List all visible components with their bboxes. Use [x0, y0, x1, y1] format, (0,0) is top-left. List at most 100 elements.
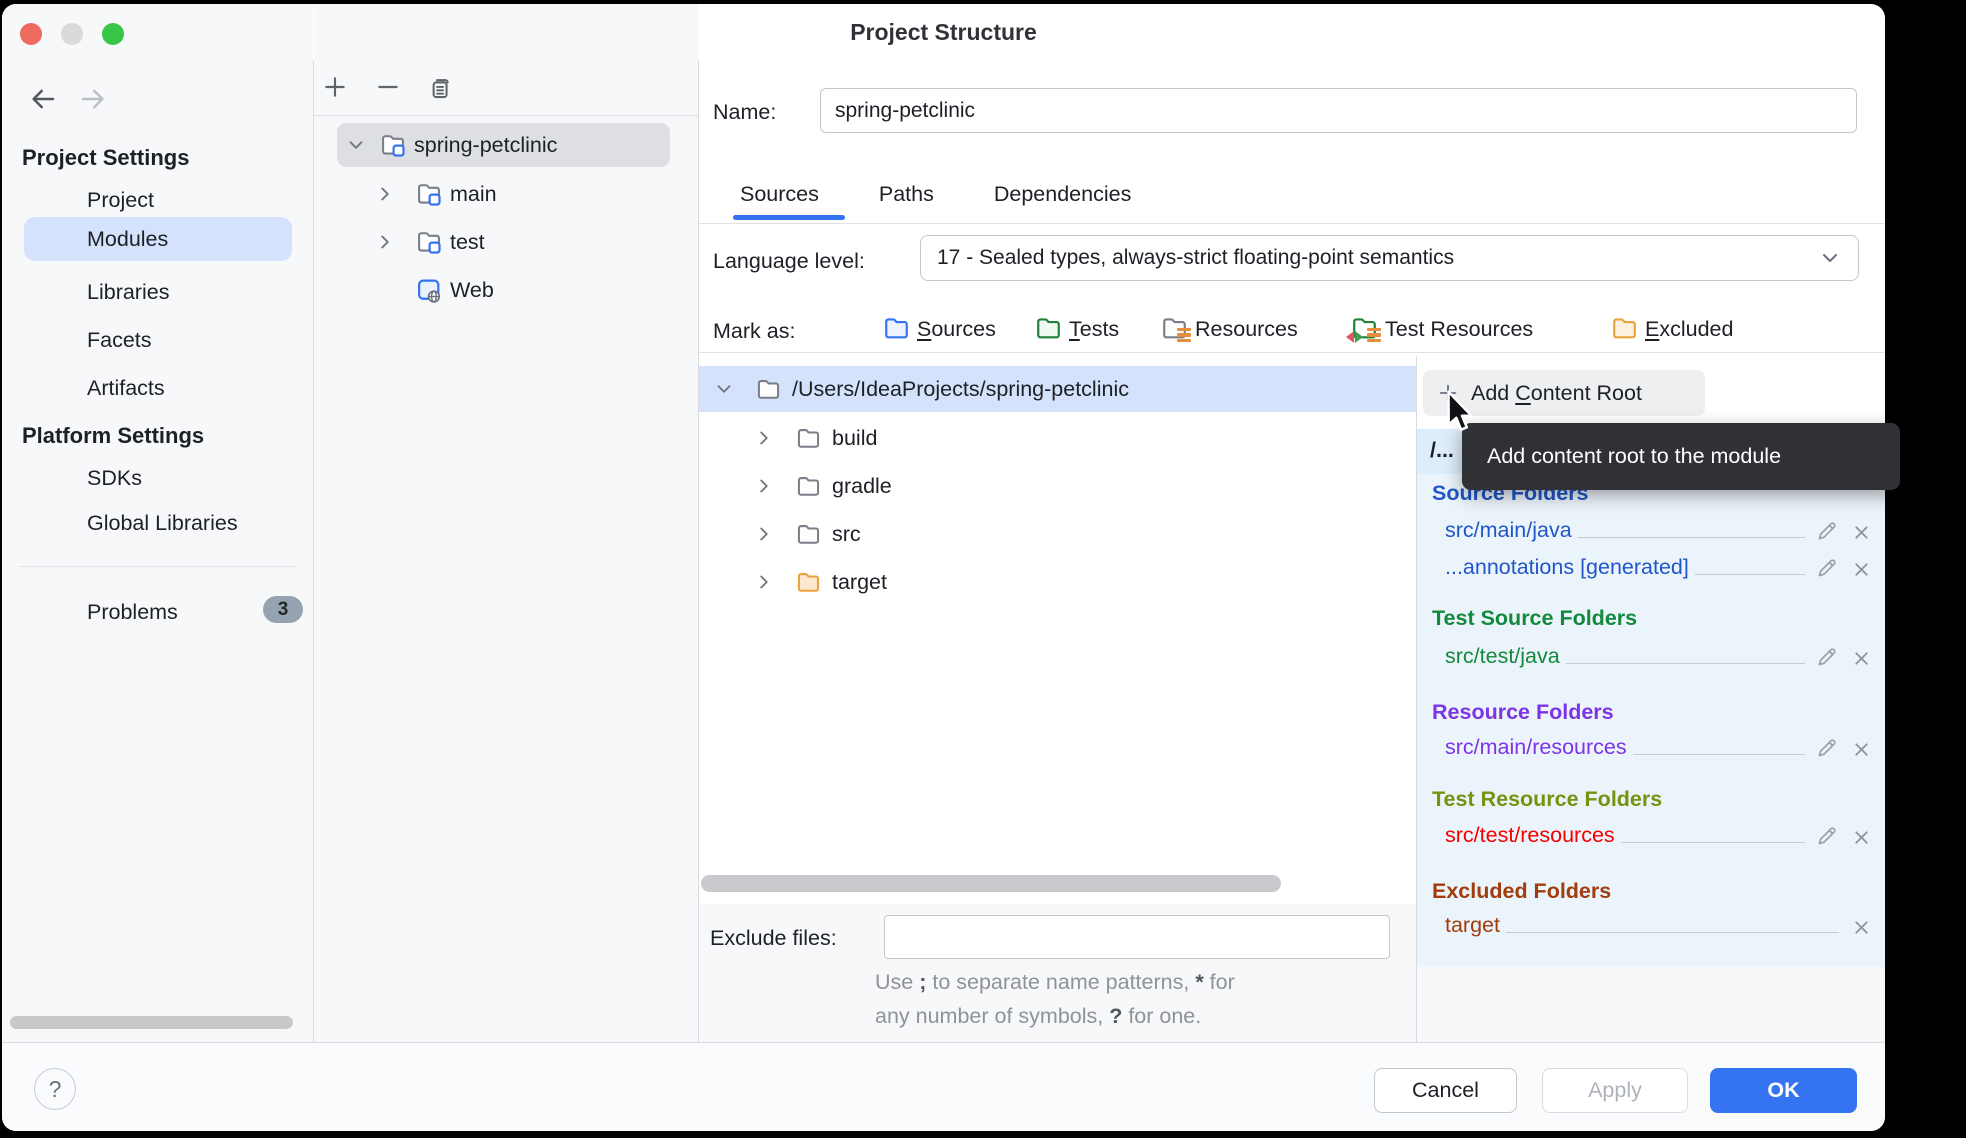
mark-as-tests[interactable]: Tests — [1034, 314, 1119, 343]
back-icon[interactable] — [28, 84, 58, 114]
remove-icon[interactable] — [1851, 827, 1872, 848]
zoom-window-icon[interactable] — [102, 23, 124, 45]
content-root-item: src/test/java — [1445, 640, 1872, 670]
add-content-root-button[interactable]: Add Content Root — [1423, 370, 1705, 416]
module-folder-icon — [379, 131, 407, 159]
exclude-files-input[interactable] — [884, 915, 1390, 959]
mouse-cursor-icon — [1441, 388, 1477, 436]
edit-icon[interactable] — [1815, 556, 1839, 580]
folder-path[interactable]: target — [1445, 913, 1500, 937]
mark-as-sources[interactable]: Sources — [882, 314, 996, 343]
chevron-down-icon[interactable] — [713, 378, 735, 400]
sidebar-item-artifacts[interactable]: Artifacts — [87, 376, 165, 400]
remove-module-icon[interactable] — [375, 74, 401, 100]
folder-path[interactable]: src/main/java — [1445, 518, 1572, 542]
edit-icon[interactable] — [1815, 824, 1839, 848]
module-row-web[interactable]: Web — [415, 268, 670, 312]
sidebar-horizontal-scrollbar[interactable] — [10, 1016, 293, 1029]
folder-path[interactable]: ...annotations [generated] — [1445, 555, 1689, 579]
minimize-window-icon[interactable] — [61, 23, 83, 45]
panel-separator — [698, 60, 699, 1042]
tree-row-gradle[interactable]: gradle — [739, 463, 1416, 509]
folder-path[interactable]: src/test/java — [1445, 644, 1560, 668]
sidebar-group-platform-settings: Platform Settings — [22, 423, 205, 448]
chevron-right-icon[interactable] — [753, 571, 775, 593]
cancel-button[interactable]: Cancel — [1374, 1068, 1517, 1113]
tab-sources[interactable]: Sources — [740, 182, 819, 206]
chevron-right-icon[interactable] — [374, 183, 396, 205]
name-label: Name: — [713, 100, 777, 124]
tree-horizontal-scrollbar[interactable] — [701, 875, 1281, 892]
sidebar-item-problems[interactable]: Problems — [87, 600, 178, 624]
folder-icon — [795, 425, 822, 452]
tree-row-src[interactable]: src — [739, 511, 1416, 557]
sidebar-item-global-libraries[interactable]: Global Libraries — [87, 511, 238, 535]
sidebar-panel — [2, 4, 313, 1042]
content-root-row-selection — [699, 366, 1416, 412]
add-module-icon[interactable] — [322, 74, 348, 100]
tab-paths[interactable]: Paths — [878, 182, 934, 206]
remove-icon[interactable] — [1851, 522, 1872, 543]
copy-module-icon[interactable] — [428, 74, 455, 101]
tab-dependencies[interactable]: Dependencies — [993, 182, 1132, 206]
tests-folder-icon — [1034, 314, 1063, 343]
edit-icon[interactable] — [1815, 736, 1839, 760]
exclude-files-hint-line1: Use ; to separate name patterns, * for — [875, 970, 1235, 994]
content-root-item: target — [1445, 909, 1872, 939]
problems-count-badge: 3 — [263, 596, 303, 623]
toolbar-separator — [314, 115, 698, 116]
remove-icon[interactable] — [1851, 648, 1872, 669]
language-level-select[interactable]: 17 - Sealed types, always-strict floatin… — [920, 235, 1859, 281]
tree-row-target[interactable]: target — [739, 559, 1416, 605]
sidebar-item-facets[interactable]: Facets — [87, 328, 152, 352]
folder-icon — [755, 376, 782, 403]
sidebar-item-libraries[interactable]: Libraries — [87, 280, 170, 304]
module-tree-panel — [314, 4, 698, 1042]
module-row-spring-petclinic[interactable]: spring-petclinic — [337, 123, 670, 167]
tree-row-root[interactable]: /Users/IdeaProjects/spring-petclinic — [699, 366, 1416, 412]
sidebar-item-sdks[interactable]: SDKs — [87, 466, 142, 490]
edit-icon[interactable] — [1815, 519, 1839, 543]
test-marker-icon — [1346, 331, 1354, 343]
sidebar-item-modules[interactable]: Modules — [87, 227, 169, 251]
tooltip: Add content root to the module — [1462, 423, 1900, 490]
ok-button[interactable]: OK — [1710, 1068, 1857, 1113]
close-window-icon[interactable] — [20, 23, 42, 45]
folder-path[interactable]: src/test/resources — [1445, 823, 1615, 847]
remove-icon[interactable] — [1851, 739, 1872, 760]
mark-as-resources[interactable]: Resources — [1160, 314, 1298, 343]
remove-icon[interactable] — [1851, 917, 1872, 938]
help-button[interactable]: ? — [34, 1068, 76, 1110]
module-folder-icon — [415, 180, 443, 208]
remove-icon[interactable] — [1851, 559, 1872, 580]
tree-row-build[interactable]: build — [739, 415, 1416, 461]
content-roots-body — [1417, 429, 1885, 967]
active-tab-underline — [733, 215, 845, 220]
mark-as-separator — [699, 352, 1885, 353]
chevron-down-icon — [1818, 246, 1842, 270]
chevron-right-icon[interactable] — [753, 523, 775, 545]
apply-button[interactable]: Apply — [1542, 1068, 1688, 1113]
sidebar-item-project[interactable]: Project — [87, 188, 154, 212]
module-name-input[interactable] — [820, 88, 1857, 133]
chevron-down-icon[interactable] — [345, 134, 367, 156]
chevron-right-icon[interactable] — [753, 427, 775, 449]
module-row-main[interactable]: main — [374, 172, 670, 216]
excluded-folder-icon — [1610, 314, 1639, 343]
folder-path[interactable]: src/main/resources — [1445, 735, 1627, 759]
test-resource-folders-header: Test Resource Folders — [1432, 787, 1663, 811]
mark-as-test-resources[interactable]: Test Resources — [1346, 314, 1533, 343]
chevron-right-icon[interactable] — [753, 475, 775, 497]
language-level-label: Language level: — [713, 249, 865, 273]
module-folder-icon — [415, 228, 443, 256]
forward-icon[interactable] — [78, 84, 108, 114]
exclude-files-hint-line2: any number of symbols, ? for one. — [875, 1004, 1202, 1028]
web-module-icon — [415, 276, 443, 304]
edit-icon[interactable] — [1815, 645, 1839, 669]
footer-separator — [2, 1042, 1885, 1043]
chevron-right-icon[interactable] — [374, 231, 396, 253]
mark-as-excluded[interactable]: Excluded — [1610, 314, 1733, 343]
module-row-test[interactable]: test — [374, 220, 670, 264]
sidebar-item-modules-selection — [24, 217, 292, 261]
module-row-label: spring-petclinic — [414, 132, 558, 157]
